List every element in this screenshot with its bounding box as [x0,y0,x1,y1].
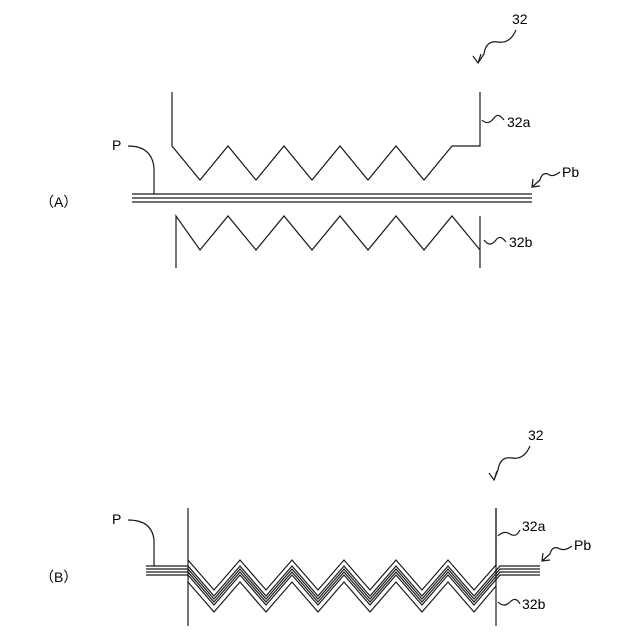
figure-a-die-arrowhead [473,54,481,63]
stack-ref-pb-b: Pb [574,537,591,553]
figure-b-die-ref: 32 [528,427,544,443]
stack-pb-leader [532,172,560,187]
sheet-ref-p: P [112,137,121,153]
stack-ref-pb: Pb [562,164,579,180]
figure-b-die-leader [494,446,530,480]
upper-die-leader [482,115,504,122]
lower-die-leader [484,237,506,244]
figure-b-die-arrowhead [489,471,497,480]
stack-pb-leader-b [542,546,572,561]
pleated-sheet-stack [146,566,540,605]
figure-b-panel-label: （B） [40,569,77,585]
sheet-p-leader [128,146,154,194]
upper-die-leader-b [498,530,520,536]
lower-die-ref-b: 32b [522,596,546,612]
lower-die-32b [176,216,480,268]
figure-a: （A） 32 32a P Pb 32b [40,11,579,268]
sheet-ref-p-b: P [112,511,121,527]
upper-die-ref: 32a [507,114,531,130]
upper-die-32a [172,92,480,180]
figure-b: （B） 32 P 32a Pb 32b [40,427,591,626]
figure-a-die-leader [478,30,516,63]
lower-die-32b-closed [188,582,496,612]
upper-die-ref-b: 32a [522,518,546,534]
figure-a-panel-label: （A） [40,194,77,210]
sheet-p-leader-b [128,520,154,566]
figure-a-die-ref: 32 [512,11,528,27]
lower-die-ref: 32b [509,234,533,250]
lower-die-leader-b [498,599,520,605]
